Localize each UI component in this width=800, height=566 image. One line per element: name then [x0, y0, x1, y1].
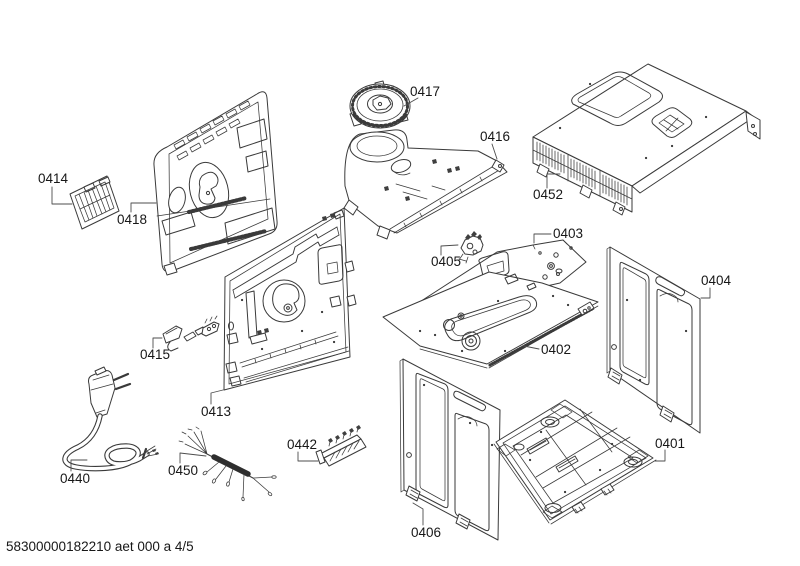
- part-number: 0406: [411, 525, 441, 540]
- part-label-0404: 0404: [700, 273, 732, 299]
- part-label-0401: 0401: [654, 436, 685, 462]
- part-label-0402: 0402: [523, 342, 571, 357]
- part-label-0413: 0413: [201, 389, 231, 419]
- part-label-0417: 0417: [403, 84, 440, 107]
- part-number: 0452: [533, 187, 563, 202]
- part-number: 0402: [541, 342, 571, 357]
- part-label-0403: 0403: [533, 226, 583, 244]
- part-label-0416: 0416: [480, 129, 510, 160]
- document-reference: 58300000182210 aet 000 a 4/5: [6, 539, 194, 554]
- part-number: 0416: [480, 129, 510, 144]
- part-drawing-side-panel-right-0404: [606, 246, 701, 434]
- part-number: 0450: [168, 463, 198, 478]
- part-drawing-inner-panel-0413: [223, 207, 357, 391]
- part-drawing-cable-harness-0450: [178, 426, 277, 502]
- part-number: 0413: [201, 404, 231, 419]
- part-number: 0404: [701, 273, 732, 288]
- part-drawing-vent-grille-0414: [69, 175, 120, 230]
- part-label-0452: 0452: [533, 173, 563, 202]
- part-label-0442: 0442: [287, 437, 319, 462]
- part-number: 0403: [553, 226, 583, 241]
- part-drawing-side-panel-left-0406: [399, 358, 501, 541]
- part-label-0418: 0418: [117, 202, 157, 227]
- part-label-0440: 0440: [60, 459, 90, 486]
- part-drawing-air-duct-0416: [343, 129, 508, 240]
- part-number: 0415: [140, 347, 170, 362]
- part-drawing-base-plate-0401: [493, 399, 657, 525]
- part-drawing-power-cord-0440: [62, 366, 159, 472]
- part-label-0414: 0414: [38, 171, 73, 205]
- part-number: 0442: [287, 437, 317, 452]
- part-label-0450: 0450: [168, 452, 207, 478]
- part-number: 0414: [38, 171, 69, 186]
- part-drawing-sensor-0405: [458, 231, 484, 264]
- part-number: 0440: [60, 471, 90, 486]
- part-number: 0401: [655, 436, 685, 451]
- part-drawing-top-panel-0402: [382, 271, 599, 369]
- part-number: 0405: [431, 254, 461, 269]
- part-drawing-housing-cover-0452: [532, 63, 761, 216]
- part-label-0405: 0405: [431, 244, 461, 269]
- part-number: 0418: [117, 212, 147, 227]
- part-drawing-bracket-0415: [162, 315, 220, 352]
- part-drawing-terminal-block-0442: [315, 425, 367, 467]
- part-drawing-rear-panel-0418: [153, 91, 278, 276]
- part-number: 0417: [410, 84, 440, 99]
- part-label-0406: 0406: [411, 502, 441, 540]
- part-drawing-fan-wheel-0417: [349, 80, 411, 129]
- part-label-0415: 0415: [140, 337, 170, 362]
